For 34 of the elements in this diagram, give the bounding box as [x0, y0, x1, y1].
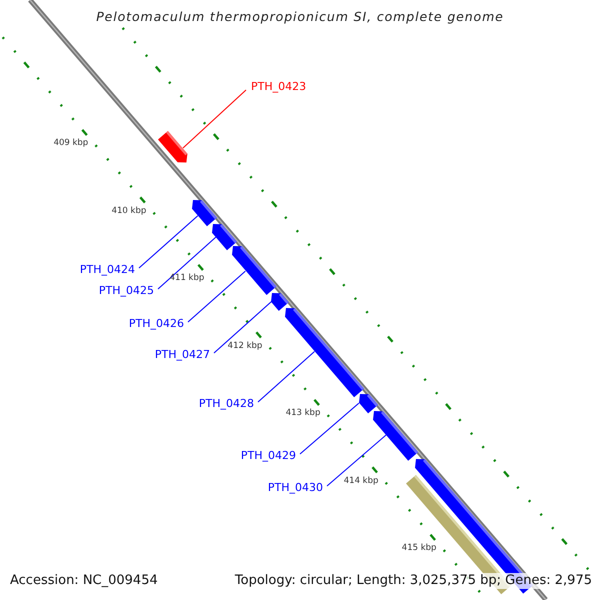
gene-label: PTH_0428	[198, 396, 255, 410]
gene-feature	[271, 292, 290, 311]
gene-feature	[284, 308, 364, 397]
gene-feature	[373, 410, 418, 461]
leader-line	[138, 215, 198, 268]
scale-label: 412 kbp	[228, 340, 262, 351]
gene-label: PTH_0430	[266, 480, 324, 494]
leader-line	[188, 270, 246, 322]
gene-feature	[358, 394, 378, 414]
leader-line	[214, 301, 272, 354]
accession-text: Accession: NC_009454	[9, 573, 159, 589]
scale-label: 410 kbp	[112, 206, 146, 216]
gene-label: PTH_0429	[240, 448, 297, 462]
genome-stats-text: Topology: circular; Length: 3,025,375 bp; Genes: 2,975	[232, 573, 594, 589]
leader-line	[182, 90, 246, 148]
gene-feature	[158, 130, 188, 162]
gene-feature	[212, 224, 237, 250]
leader-line	[158, 236, 216, 290]
scale-label: 413 kbp	[286, 408, 320, 418]
gene-feature	[192, 200, 217, 226]
leader-line	[326, 434, 387, 486]
gene-feature	[232, 246, 276, 296]
scale-label: 415 kbp	[402, 543, 436, 554]
gene-label: PTH_0424	[78, 262, 136, 276]
gene-label: PTH_0427	[154, 348, 211, 360]
scale-label: 411 kbp	[170, 273, 204, 284]
gene-label: PTH_0426	[128, 316, 185, 330]
scale-label: 414 kbp	[344, 476, 378, 486]
scale-label: 409 kbp	[54, 138, 88, 148]
leader-line	[300, 402, 360, 454]
gene-label: PTH_0423	[250, 80, 308, 92]
gene-label: PTH_0425	[98, 284, 155, 296]
leader-line	[258, 351, 315, 402]
diagram-title: Pelotomaculum thermopropionicum SI, complete genome	[96, 9, 504, 24]
